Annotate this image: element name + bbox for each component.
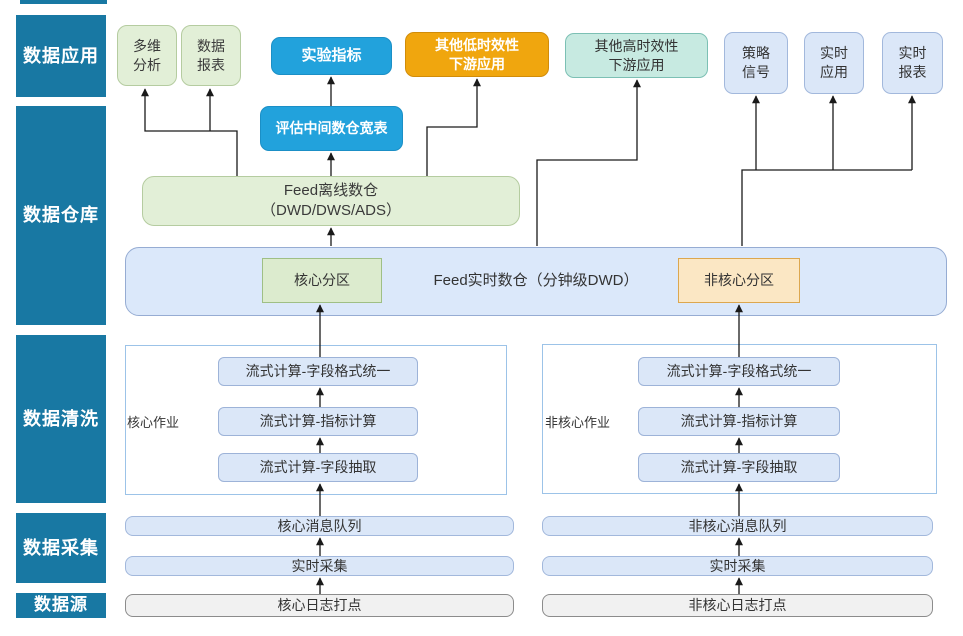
node-eval-wide-table: 评估中间数仓宽表 [260, 106, 403, 151]
node-strategy-signal: 策略 信号 [724, 32, 788, 94]
node-stream-field-extract-right: 流式计算-字段抽取 [638, 453, 840, 482]
node-core-log: 核心日志打点 [125, 594, 514, 617]
layer-label-data-warehouse: 数据仓库 [16, 106, 106, 325]
cropped-top-block [20, 0, 107, 4]
node-noncore-message-queue: 非核心消息队列 [542, 516, 933, 536]
group-core-jobs-label: 核心作业 [127, 415, 180, 430]
node-data-report: 数据 报表 [181, 25, 241, 86]
node-stream-field-extract-left: 流式计算-字段抽取 [218, 453, 418, 482]
layer-label-data-application: 数据应用 [16, 15, 106, 97]
node-realtime-collect-right: 实时采集 [542, 556, 933, 576]
node-noncore-log: 非核心日志打点 [542, 594, 933, 617]
node-noncore-partition: 非核心分区 [678, 258, 800, 303]
node-stream-format-unify-left: 流式计算-字段格式统一 [218, 357, 418, 386]
node-core-partition: 核心分区 [262, 258, 382, 303]
node-core-message-queue: 核心消息队列 [125, 516, 514, 536]
realtime-dw-title: Feed实时数仓（分钟级DWD） [433, 272, 639, 290]
node-realtime-app: 实时 应用 [804, 32, 864, 94]
node-multi-dim-analysis: 多维 分析 [117, 25, 177, 86]
node-realtime-collect-left: 实时采集 [125, 556, 514, 576]
node-high-latency-downstream: 其他高时效性 下游应用 [565, 33, 708, 78]
node-realtime-report: 实时 报表 [882, 32, 943, 94]
node-stream-metric-calc-right: 流式计算-指标计算 [638, 407, 840, 436]
layer-label-data-collection: 数据采集 [16, 513, 106, 583]
node-stream-metric-calc-left: 流式计算-指标计算 [218, 407, 418, 436]
layer-label-data-source: 数据源 [16, 593, 106, 618]
node-offline-dw: Feed离线数仓 （DWD/DWS/ADS） [142, 176, 520, 226]
node-low-latency-downstream: 其他低时效性 下游应用 [405, 32, 549, 77]
layer-label-data-cleaning: 数据清洗 [16, 335, 106, 503]
node-experiment-metrics: 实验指标 [271, 37, 392, 75]
group-core-jobs [125, 345, 507, 495]
node-realtime-dw-band: Feed实时数仓（分钟级DWD） [125, 247, 947, 316]
node-stream-format-unify-right: 流式计算-字段格式统一 [638, 357, 840, 386]
group-noncore-jobs-label: 非核心作业 [545, 415, 611, 430]
